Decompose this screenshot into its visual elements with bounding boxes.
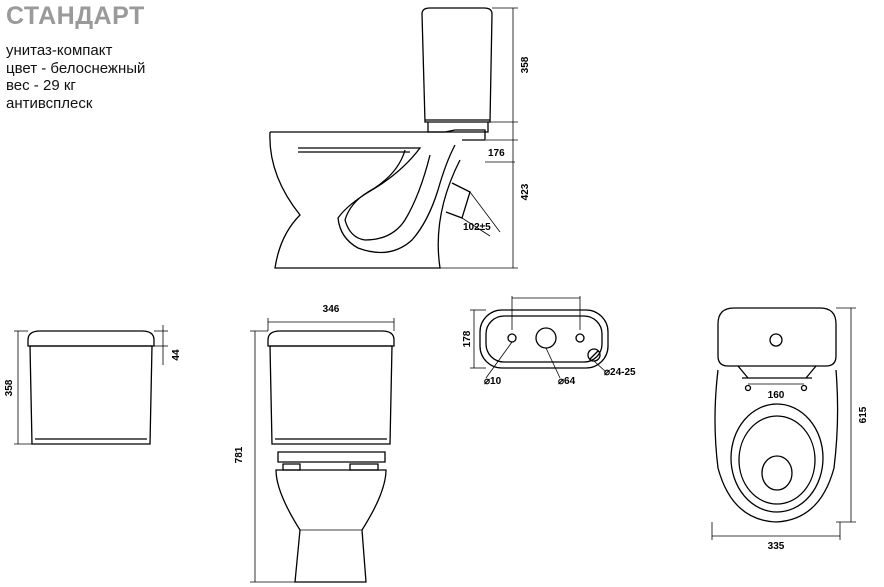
dim-side-bowl-height: 423 [520,183,531,200]
hole-button [535,327,557,349]
dim-front-height: 781 [234,446,245,463]
dim-hole-inlet: ⌀24-25 [604,367,636,378]
top-view [711,307,856,540]
top-bowl [714,369,839,523]
dim-tank-top-depth: 178 [462,330,473,347]
dim-side-outlet-height: 176 [488,148,505,159]
tank-front-view [14,325,168,445]
dim-side-outlet-size: 102±5 [463,222,491,233]
dim-hole-button: ⌀64 [558,376,576,387]
dim-tank-height: 358 [4,379,15,396]
side-outlet [445,182,471,219]
side-tank [421,7,493,123]
tank-lid [27,330,155,347]
spec-list: унитаз-компакт цвет - белоснежный вес - … [6,42,145,112]
tank-top-outline [479,309,609,369]
dim-tank-lid: 44 [171,349,182,361]
dim-side-tank-height: 358 [520,56,531,73]
front-bowl [275,469,387,583]
top-seat [730,403,824,513]
dim-top-depth: 615 [858,406,869,423]
spec-color: цвет - белоснежный [6,59,146,77]
side-view [269,7,518,269]
front-tank-lid [267,330,395,347]
front-tank-body [269,345,393,445]
spec-weight: вес - 29 кг [6,77,76,94]
side-bowl-body [269,131,461,269]
top-tank [717,307,837,367]
tank-top-view [470,296,609,379]
side-bowl-rim [270,129,486,141]
dim-top-bolts: 160 [768,390,785,401]
product-title: СТАНДАРТ [6,2,145,30]
top-water-area [761,455,793,491]
dim-top-width: 335 [768,541,785,552]
hole-small-left [507,333,517,343]
tank-body [29,345,153,445]
front-view [250,318,395,583]
dim-front-width: 346 [323,304,340,315]
hole-small-right [575,333,585,343]
spec-type: унитаз-компакт [6,42,113,59]
side-trap [298,144,456,254]
dim-hole-small: ⌀10 [484,376,502,387]
spec-antisplash: антивсплеск [6,94,93,112]
